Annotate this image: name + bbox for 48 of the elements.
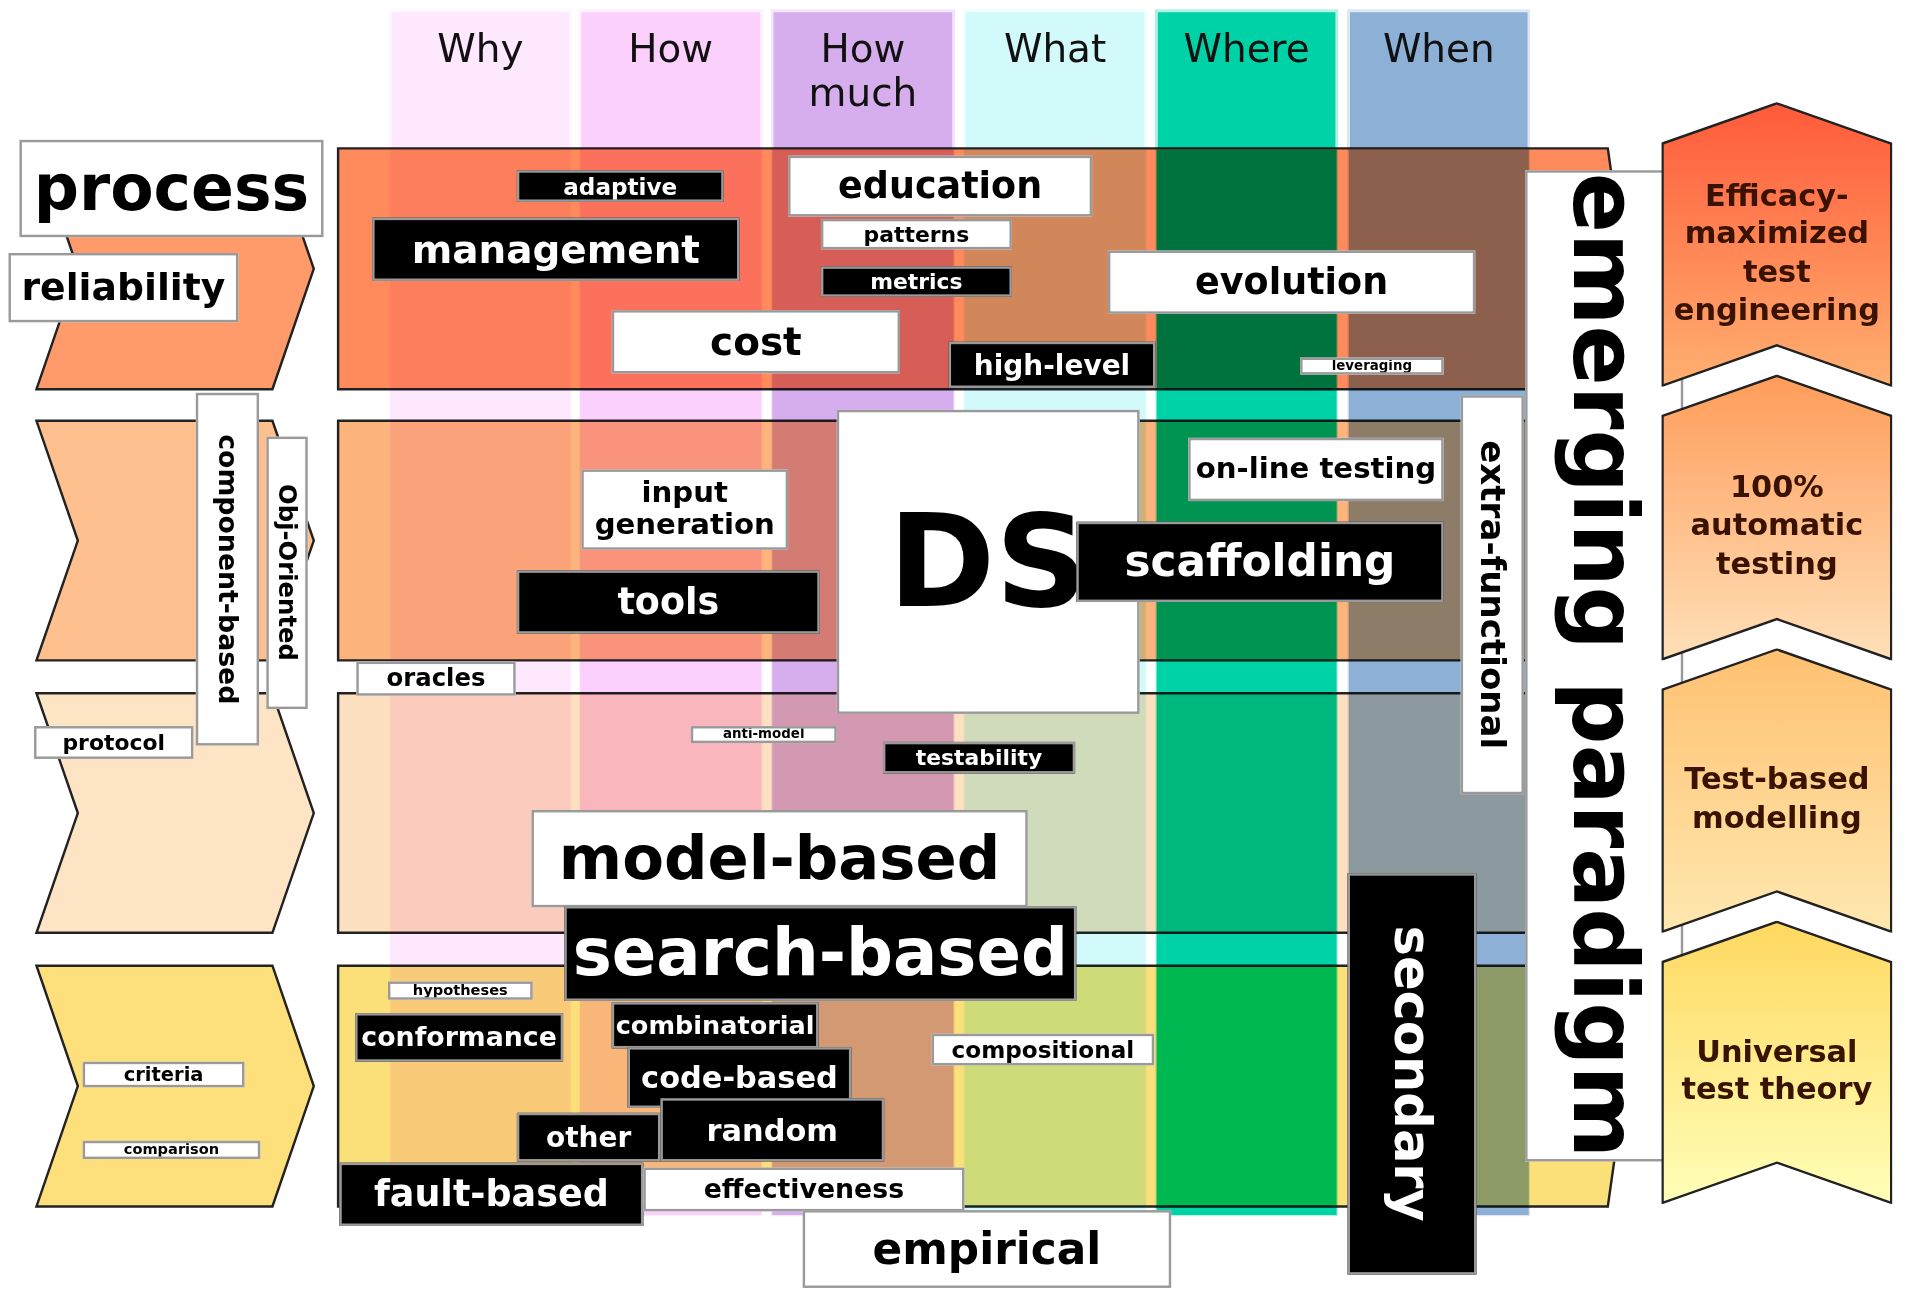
keyword-tag: effectiveness	[643, 1167, 965, 1212]
chevron-banner	[1661, 920, 1893, 1205]
keyword-tag: hypotheses	[387, 981, 533, 1000]
keyword-tag: anti-model	[690, 726, 837, 744]
keyword-tag: leveraging	[1300, 357, 1444, 375]
column-header: Where	[1155, 9, 1338, 149]
keyword-tag: evolution	[1107, 250, 1476, 314]
chevron-label: Test-based modelling	[1683, 760, 1871, 837]
keyword-tag: criteria	[82, 1061, 245, 1088]
column-header: Why	[389, 9, 572, 149]
chevron-banner	[1661, 374, 1893, 661]
keyword-tag: management	[372, 217, 740, 281]
chevron-label: 100% automatic testing	[1689, 468, 1865, 583]
keyword-tag: conformance	[355, 1013, 564, 1062]
keyword-tag: extra-functional	[1460, 395, 1524, 795]
keyword-tag: comparison	[82, 1140, 261, 1160]
keyword-tag: search-based	[564, 906, 1077, 1001]
keyword-tag: reliability	[8, 252, 239, 323]
column-header: What	[963, 9, 1147, 149]
keyword-tag: other	[516, 1112, 661, 1162]
keyword-tag: combinatorial	[611, 1002, 819, 1049]
keyword-tag: oracles	[356, 661, 516, 696]
column-header: When	[1347, 9, 1530, 149]
column-header: How much	[771, 9, 955, 149]
keyword-tag: process	[19, 139, 324, 238]
keyword-tag: input generation	[581, 469, 789, 550]
chevron-banner	[1661, 648, 1893, 933]
chevron-banner	[1661, 102, 1893, 387]
keyword-tag: Obj-Oriented	[266, 436, 308, 710]
keyword-tag: education	[788, 155, 1093, 217]
keyword-tag: on-line testing	[1188, 437, 1444, 502]
keyword-tag: scaffolding	[1076, 521, 1444, 602]
keyword-tag: fault-based	[339, 1162, 644, 1226]
keyword-tag: patterns	[820, 218, 1012, 250]
keyword-tag: compositional	[931, 1033, 1155, 1066]
keyword-tag: cost	[611, 310, 900, 374]
keyword-tag: metrics	[820, 266, 1012, 297]
keyword-tag: model-based	[531, 810, 1028, 908]
keyword-tag: random	[660, 1098, 885, 1162]
keyword-tag: high-level	[948, 341, 1156, 388]
keyword-tag: protocol	[34, 726, 194, 759]
column-header: How	[578, 9, 763, 149]
keyword-tag: secondary	[1347, 873, 1477, 1275]
keyword-tag: empirical	[802, 1210, 1172, 1288]
keyword-tag: testability	[882, 741, 1076, 774]
keyword-tag: tools	[516, 570, 820, 634]
keyword-tag: component-based	[195, 392, 260, 746]
keyword-tag: adaptive	[516, 170, 724, 202]
